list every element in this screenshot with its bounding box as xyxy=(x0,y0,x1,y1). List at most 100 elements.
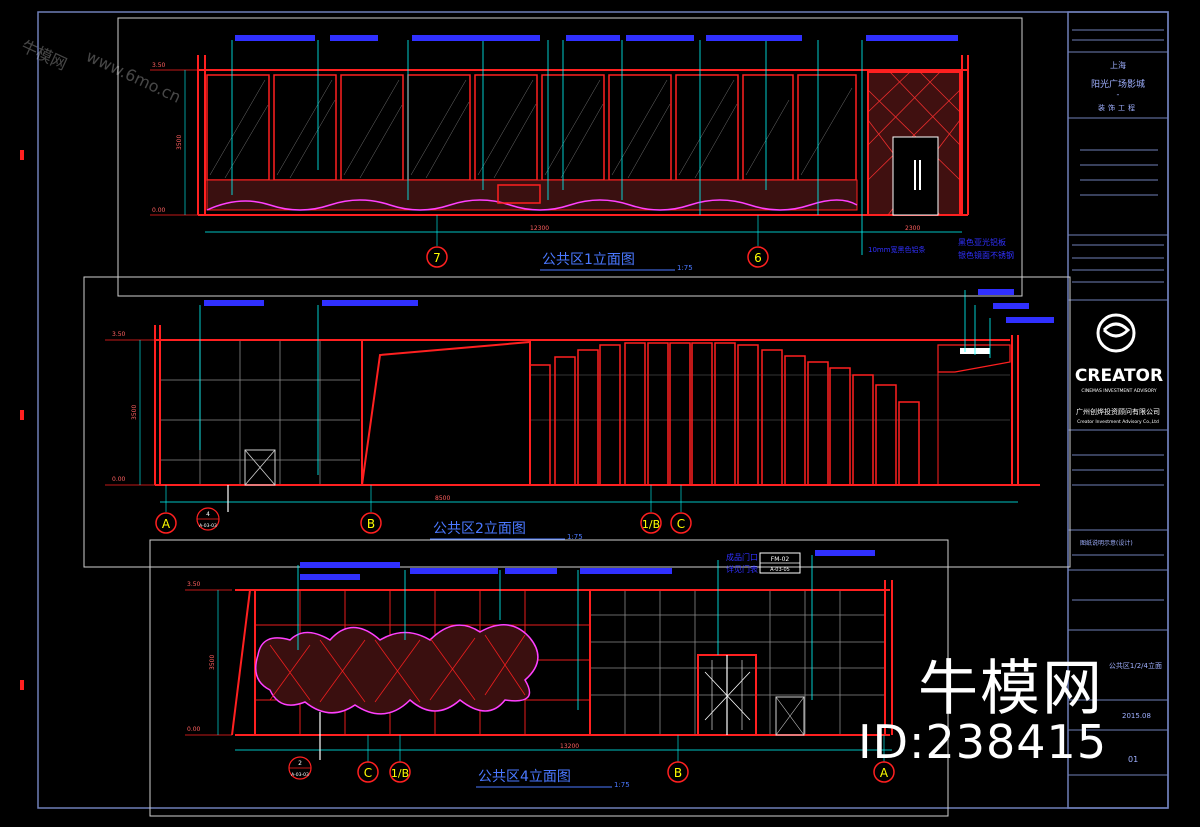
title-block-project: 阳光广场影城 xyxy=(1091,78,1145,90)
elevation-1-title: 公共区1立面图 xyxy=(542,252,635,268)
elevation-4-title: 公共区4立面图 xyxy=(478,769,571,785)
note-aluminum-panel: 黑色亚光铝板 xyxy=(958,237,1006,247)
sheet-note: 图纸说明示意(设计) xyxy=(1080,539,1133,547)
company-name-cn: 广州创烨投资顾问有限公司 xyxy=(1076,407,1160,416)
level-floor-4: 0.00 xyxy=(187,726,201,733)
section-callout-4: 2 A-03-03 xyxy=(288,712,321,780)
elevation-1: 3.50 0.00 3500 12300 2300 黑色亚光铝板 银色镜面不锈钢… xyxy=(117,17,1023,297)
axis-bubble-7: 7 xyxy=(426,215,448,268)
axis-bubble-A-4: A xyxy=(873,735,895,783)
watermark-brand-large: 牛模网 xyxy=(918,654,1104,724)
elevation-2-viewport xyxy=(83,276,1071,568)
door-tag-sheet: A-03-05 xyxy=(770,567,790,573)
drawing-name: 公共区1/2/4立面 xyxy=(1109,661,1162,670)
level-floor-2: 0.00 xyxy=(112,476,126,483)
fixture-box-4 xyxy=(775,696,805,736)
axis-label-C-4: C xyxy=(364,766,372,780)
watermark-pattern: 牛模网 www.6mo.cn xyxy=(18,36,184,106)
dim-2-main: 8500 xyxy=(435,495,450,502)
elevation-1-leaders xyxy=(231,40,863,255)
elevation-1-scale: 1:75 xyxy=(677,264,693,272)
elevation-2-leaders xyxy=(199,290,991,475)
axis-label-A-4: A xyxy=(880,766,889,780)
level-floor-1: 0.00 xyxy=(152,207,166,214)
elevation-4: FM-02 A-03-05 成品门口 详见门表 3.50 0.00 35 xyxy=(149,539,949,817)
company-name-en: Creator Investment Advisory Co.,Ltd xyxy=(1077,419,1159,425)
level-top-4: 3.50 xyxy=(187,581,201,588)
cloud-lattice xyxy=(269,634,526,703)
elevation-4-leaders xyxy=(297,555,813,710)
section-callout-2: 4 A-03-03 xyxy=(196,485,229,531)
axis-label-6: 6 xyxy=(754,251,762,265)
title-block-dash: - xyxy=(1117,90,1120,99)
elevation-2: 3.50 0.00 3500 8500 A B 1/B C xyxy=(83,276,1071,568)
elevation-2-scale: 1:75 xyxy=(567,533,583,541)
elevation-4-wall-grid xyxy=(589,590,885,735)
elevation-4-scale: 1:75 xyxy=(614,781,630,789)
watermark-id: ID:238415 xyxy=(858,715,1108,769)
axis-bubble-C-4: C xyxy=(357,735,379,783)
axis-bubble-1B-2: 1/B xyxy=(640,485,662,534)
watermark-url: www.6mo.cn xyxy=(83,46,184,106)
elevation-1-dimensions: 12300 2300 xyxy=(205,225,962,233)
axis-bubble-1B-4: 1/B xyxy=(389,735,411,783)
door-tag: FM-02 A-03-05 成品门口 详见门表 xyxy=(726,552,801,574)
glass-panels xyxy=(206,74,857,181)
height-dim-1: 3500 xyxy=(176,135,183,150)
title-block-city: 上海 xyxy=(1110,60,1126,70)
height-dim-2: 3500 xyxy=(131,405,138,420)
title-block: 上海 阳光广场影城 - 装饰工程 CREATOR CINEMAS INVESTM… xyxy=(1068,29,1168,776)
axis-bubble-B-2: B xyxy=(360,485,382,534)
axis-label-7: 7 xyxy=(433,251,441,265)
callout-num-4: 2 xyxy=(298,760,302,767)
height-dim-4: 3500 xyxy=(209,655,216,670)
elevation-4-viewport xyxy=(149,539,949,817)
elevation-2-annotations xyxy=(204,289,1054,323)
ceiling-detail xyxy=(937,344,1011,485)
callout-num-2: 4 xyxy=(206,511,210,518)
door-note-2: 详见门表 xyxy=(726,564,758,574)
creator-logo: CREATOR CINEMAS INVESTMENT ADVISORY xyxy=(1075,313,1163,394)
dim-4-main: 13200 xyxy=(560,743,579,750)
door-note-1: 成品门口 xyxy=(726,552,758,562)
vertical-fins xyxy=(529,342,920,486)
elevation-4-annotations xyxy=(300,550,875,580)
dim-1-door: 2300 xyxy=(905,225,920,232)
level-top-2: 3.50 xyxy=(112,331,126,338)
door-tag-label: FM-02 xyxy=(771,556,790,563)
axis-bubble-C-2: C xyxy=(670,485,692,534)
note-stainless-steel: 银色镜面不锈钢 xyxy=(958,250,1014,260)
glass-door xyxy=(697,654,757,736)
fixture-box xyxy=(244,449,276,486)
drawing-date: 2015.08 xyxy=(1122,712,1151,720)
ticket-sign xyxy=(497,184,541,204)
elevation-1-levels: 3.50 0.00 3500 xyxy=(150,62,198,216)
level-top-1: 3.50 xyxy=(152,62,166,69)
axis-label-1B-4: 1/B xyxy=(391,767,409,780)
axis-label-B-4: B xyxy=(674,766,682,780)
elevation-2-wall-grid xyxy=(160,340,1010,485)
axis-label-C-2: C xyxy=(677,517,685,531)
axis-bubble-A-2: A xyxy=(155,485,177,534)
watermark-brand: 牛模网 xyxy=(18,36,70,74)
logo-text: CREATOR xyxy=(1075,366,1163,386)
axis-label-1B-2: 1/B xyxy=(642,518,660,531)
lattice-door xyxy=(867,71,961,216)
logo-subtext: CINEMAS INVESTMENT ADVISORY xyxy=(1081,388,1157,394)
callout-sheet-2: A-03-03 xyxy=(199,523,217,529)
sheet-number: 01 xyxy=(1128,755,1138,764)
elevation-2-title: 公共区2立面图 xyxy=(433,521,526,537)
glass-hatching xyxy=(209,79,853,179)
note-aluminum-strip: 10mm宽黑色铝条 xyxy=(868,245,926,254)
dim-1-main: 12300 xyxy=(530,225,549,232)
elevation-1-annotations xyxy=(235,35,958,41)
sheet-frame xyxy=(37,11,1169,809)
title-block-subtitle: 装饰工程 xyxy=(1098,103,1138,112)
axis-label-A-2: A xyxy=(162,517,171,531)
axis-bubble-B-4: B xyxy=(667,735,689,783)
elevation-1-viewport xyxy=(117,17,1023,297)
callout-sheet-4: A-03-03 xyxy=(291,772,309,778)
wave-trim xyxy=(206,199,858,211)
left-margin-marks xyxy=(20,150,24,690)
